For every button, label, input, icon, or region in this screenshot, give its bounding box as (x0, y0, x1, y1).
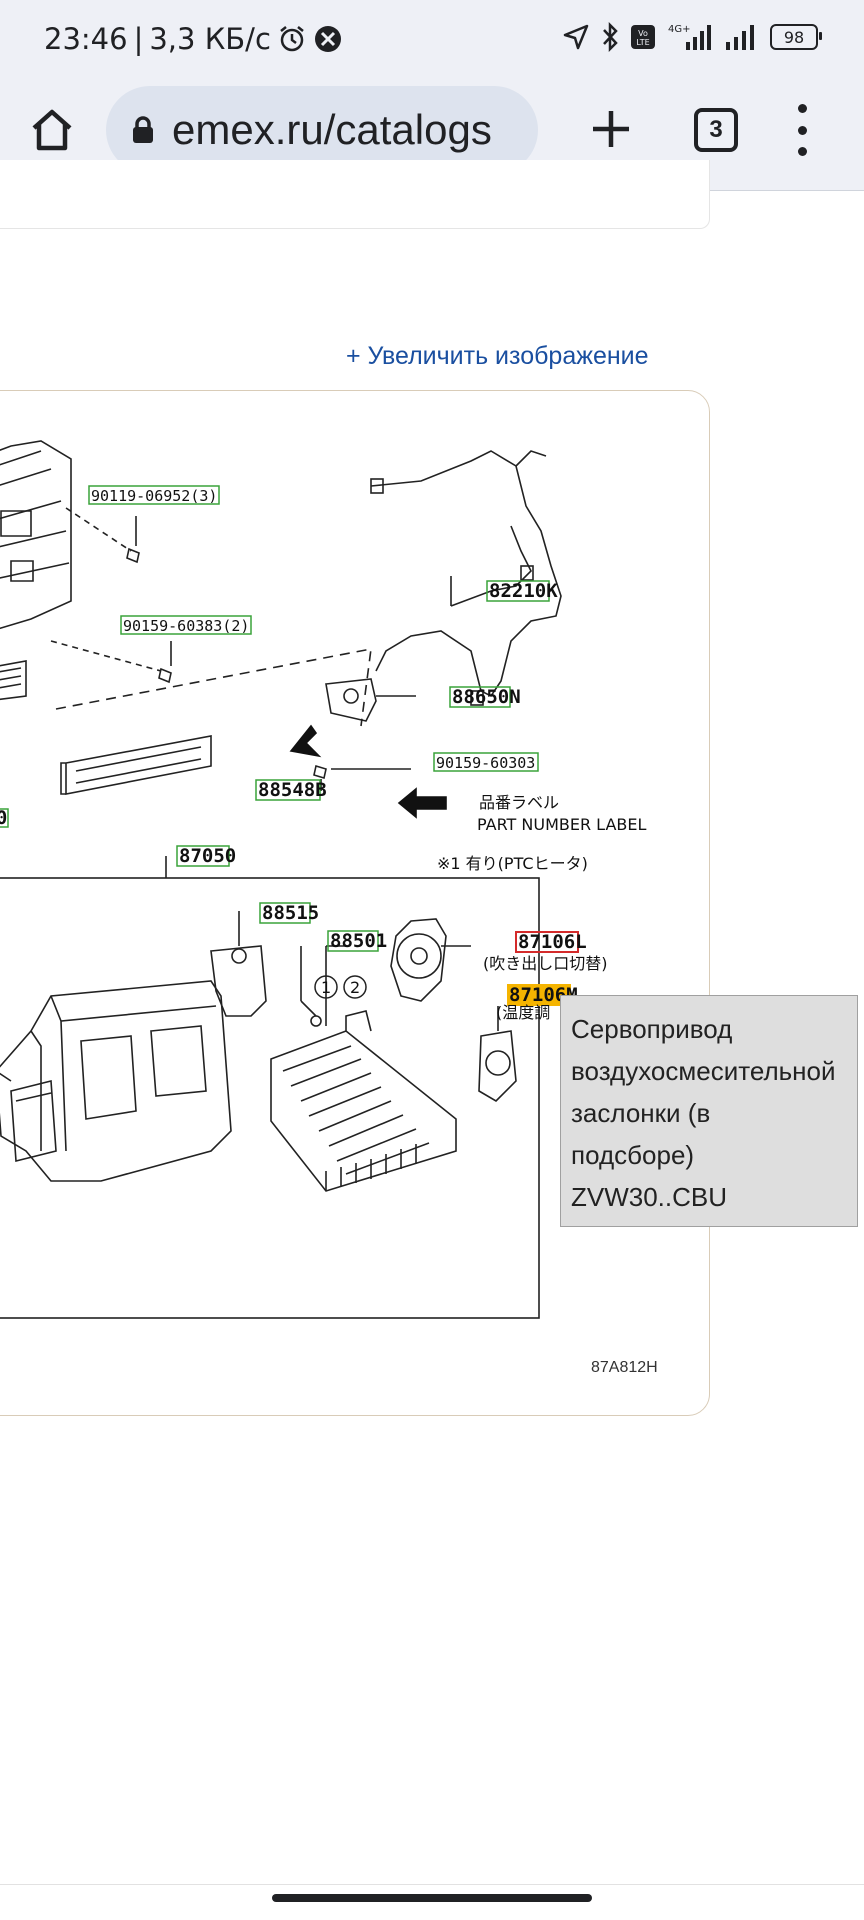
actuator-87106L-drawing (390, 918, 447, 1002)
lock-icon (133, 116, 153, 143)
bluetooth-icon (600, 22, 620, 52)
part-label-88548B: 88548B (258, 779, 327, 801)
part-number-label-en: PART NUMBER LABEL (477, 815, 646, 834)
part-label-82210K: 82210K (489, 580, 558, 602)
filter-drawing (0, 660, 27, 701)
part-label-88515: 88515 (262, 902, 319, 924)
status-speed: 3,3 КБ/с (149, 22, 271, 56)
alarm-icon (277, 24, 307, 54)
address-bar[interactable]: emex.ru/catalogs (106, 86, 538, 174)
tab-switcher-button[interactable]: 3 (694, 108, 738, 152)
browser-menu-button[interactable] (790, 104, 814, 156)
app-notification-icon (313, 24, 343, 54)
screw-90159-60303-drawing (313, 764, 327, 791)
wiring-harness-drawing (370, 450, 562, 698)
plus-icon (593, 111, 629, 147)
gesture-navigation-bar[interactable] (272, 1894, 592, 1902)
note-ptc-heater: ※1 有り(PTCヒータ) (437, 854, 588, 873)
signal-4g-icon: 4G+ (666, 22, 714, 52)
svg-text:LTE: LTE (636, 38, 649, 47)
menu-dot (797, 125, 807, 135)
part-label-87050: 87050 (179, 845, 236, 867)
navigation-divider (0, 1884, 864, 1885)
circle-2-label: 2 (350, 978, 360, 997)
filter-cover-drawing (60, 735, 212, 795)
part-label-90159-60303: 90159-60303 (436, 754, 535, 772)
status-left: 23:46 | 3,3 КБ/с (44, 22, 343, 56)
part-number-label-arrow (397, 787, 447, 819)
part-label-90159-60383: 90159-60383(2) (123, 617, 249, 635)
tooltip-line: подсборе) (571, 1140, 695, 1170)
home-button[interactable] (28, 106, 76, 154)
part-label-88501: 88501 (330, 930, 387, 952)
battery-level: 98 (783, 27, 805, 47)
upper-housing-drawing (0, 440, 72, 630)
part-tooltip: Сервопривод воздухосмесительной заслонки… (560, 995, 858, 1227)
tab-count: 3 (709, 116, 723, 143)
hvac-unit-drawing (0, 980, 232, 1182)
tooltip-line: Сервопривод (571, 1014, 733, 1044)
location-icon (562, 23, 590, 51)
tooltip-line: воздухосмесительной (571, 1056, 836, 1086)
part-label-390: 390 (0, 807, 7, 829)
network-type-label: 4G+ (668, 24, 691, 35)
part-number-label-jp: 品番ラベル (479, 793, 559, 812)
home-icon (32, 109, 72, 151)
parts-diagram: 90119-06952(3) 90159-60383(2) 82210K 886… (0, 440, 658, 1376)
screw-90119-drawing (126, 547, 140, 564)
screw-90159-60383-drawing (158, 667, 172, 684)
note-temp-control: (温度調 (496, 1003, 550, 1022)
part-label-88650N: 88650N (452, 686, 521, 708)
tooltip-line: заслонки (в (571, 1098, 711, 1128)
battery-icon: 98 (770, 24, 822, 50)
new-tab-button[interactable] (586, 104, 636, 154)
parts-diagram-card: 90119-06952(3) 90159-60383(2) 82210K 886… (0, 390, 710, 1416)
unit-outline-box (0, 877, 540, 1319)
part-label-90119: 90119-06952(3) (91, 487, 217, 505)
part-label-87106L: 87106L (518, 931, 587, 953)
status-divider: | (133, 22, 144, 56)
menu-dot (797, 104, 807, 113)
tooltip-line: ZVW30..CBU (571, 1182, 728, 1212)
actuator-87106M-drawing (478, 1030, 517, 1103)
circle-1-label: 1 (321, 978, 331, 997)
signal-icon (724, 22, 760, 52)
diagram-code: 87A812H (591, 1359, 658, 1376)
url-text: emex.ru/catalogs (172, 106, 492, 153)
menu-dot (797, 147, 807, 156)
status-time: 23:46 (44, 22, 128, 56)
svg-text:Vo: Vo (638, 29, 648, 38)
previous-content-card (0, 160, 710, 229)
zoom-image-link[interactable]: + Увеличить изображение (346, 342, 649, 370)
direction-arrow (289, 724, 322, 758)
note-outlet-switch: (吹き出し口切替) (483, 954, 608, 973)
actuator-88650N-drawing (325, 678, 377, 722)
expansion-valve-drawing (210, 945, 267, 1017)
